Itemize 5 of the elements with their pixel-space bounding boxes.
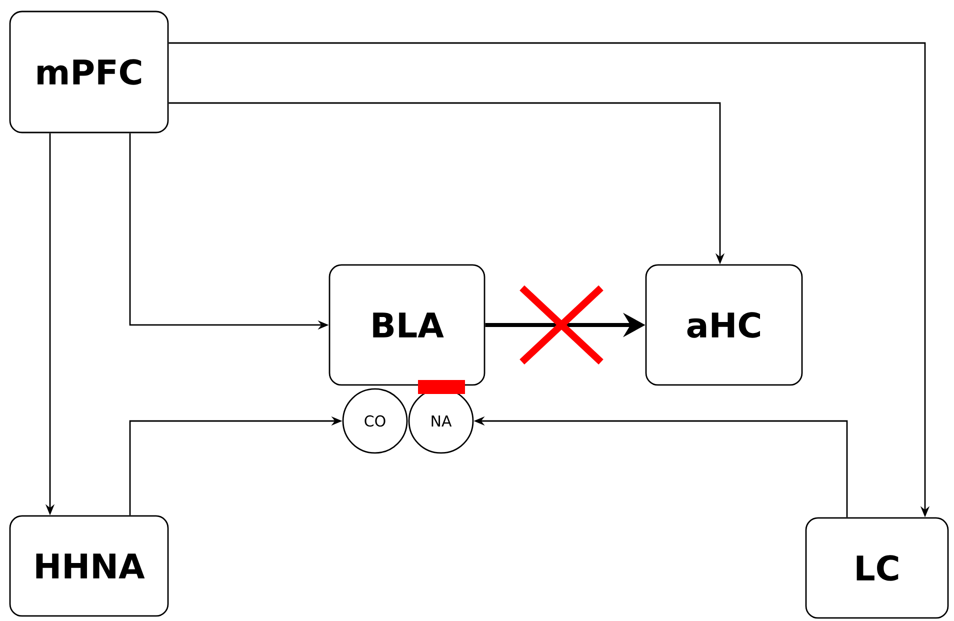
- node-box: mPFC: [9, 10, 169, 134]
- node-box: LC: [805, 517, 949, 619]
- node-box: HHNA: [9, 515, 169, 617]
- node-box: BLA: [328, 264, 486, 386]
- node-box: aHC: [645, 264, 803, 386]
